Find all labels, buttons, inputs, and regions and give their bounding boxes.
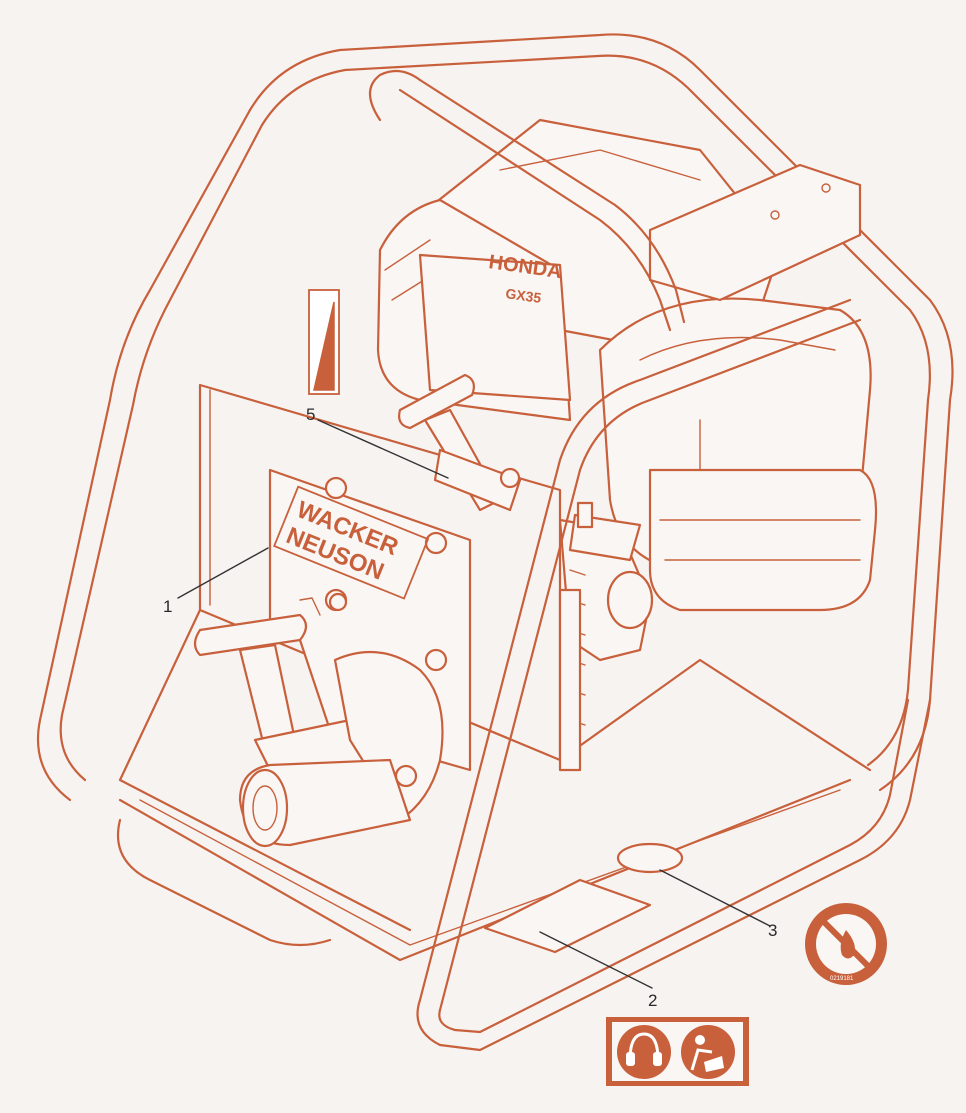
engine-model: GX35 [505,285,543,306]
no-open-flame-icon: 0219181 [805,903,887,985]
callout-5: 5 [306,405,315,424]
throttle-wedge-label [308,289,340,395]
ear-protection-icon [617,1025,671,1079]
read-manual-icon [681,1025,735,1079]
frame-front [368,69,932,1052]
ppe-decal [606,1017,749,1086]
engine: HONDA GX35 [376,118,878,612]
no-fire-code: 0219181 [830,976,854,982]
base-box [116,383,872,962]
callout-3: 3 [768,921,777,940]
callout-1: 1 [163,597,172,616]
pump-housing [558,501,654,772]
callout-leaders [177,419,771,989]
throttle-lever [398,373,522,512]
callout-2: 2 [648,991,657,1010]
decal-areas [483,842,684,954]
discharge-valve [193,592,444,848]
